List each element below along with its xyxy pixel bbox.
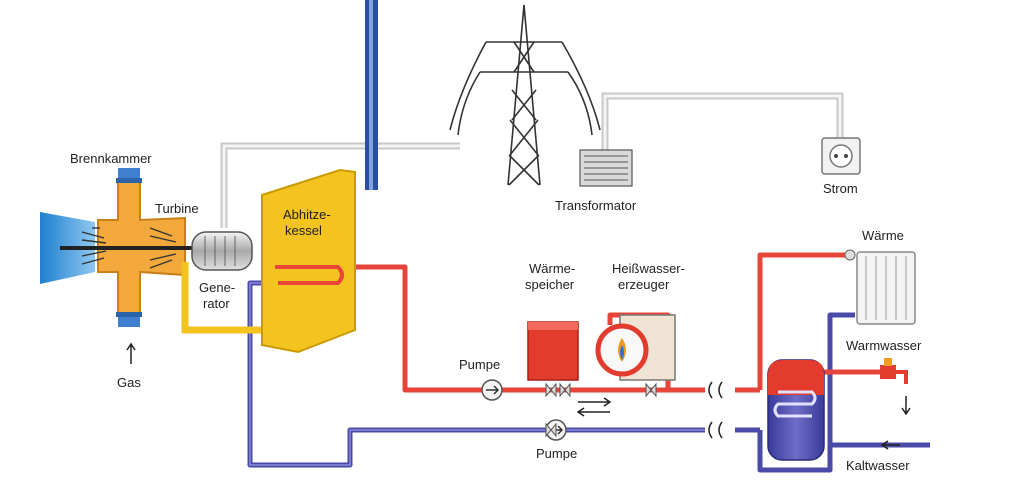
transformer — [579, 149, 633, 187]
hot-water-heater — [595, 314, 676, 381]
pipe-breaks — [706, 380, 734, 440]
water-tap — [880, 358, 911, 416]
label-waermespeicher-1: Wärme- — [529, 261, 575, 276]
hot-water-cylinder — [767, 359, 825, 461]
label-pumpe-top: Pumpe — [459, 357, 500, 372]
label-pumpe-bottom: Pumpe — [536, 446, 577, 461]
label-kaltwasser: Kaltwasser — [846, 458, 910, 473]
power-socket — [821, 137, 861, 175]
label-transformator: Transformator — [555, 198, 637, 213]
gas-arrow — [126, 342, 136, 364]
label-warmwasser: Warmwasser — [846, 338, 922, 353]
radiator — [844, 249, 916, 325]
label-abhitze-2: kessel — [285, 223, 322, 238]
generator — [191, 231, 253, 271]
label-abhitze-1: Abhitze- — [283, 207, 331, 222]
waste-heat-boiler — [261, 168, 356, 354]
label-gas: Gas — [117, 375, 141, 390]
turbine-blades — [81, 227, 177, 269]
label-generator-2: rator — [203, 296, 230, 311]
exhaust-duct — [181, 262, 262, 334]
label-heisswasser-2: erzeuger — [618, 277, 670, 292]
pump-top — [481, 379, 503, 401]
valves — [545, 382, 657, 438]
label-strom: Strom — [823, 181, 858, 196]
flow-arrows — [576, 397, 612, 417]
power-cable-socket — [601, 92, 844, 160]
label-waermespeicher-2: speicher — [525, 277, 575, 292]
label-heisswasser-1: Heißwasser- — [612, 261, 685, 276]
power-pylon — [449, 4, 601, 186]
label-turbine: Turbine — [155, 201, 199, 216]
heat-storage-tank — [527, 321, 579, 381]
label-brennkammer: Brennkammer — [70, 151, 152, 166]
label-generator-1: Gene- — [199, 280, 235, 295]
label-waerme: Wärme — [862, 228, 904, 243]
cold-water-arrow — [880, 440, 900, 450]
